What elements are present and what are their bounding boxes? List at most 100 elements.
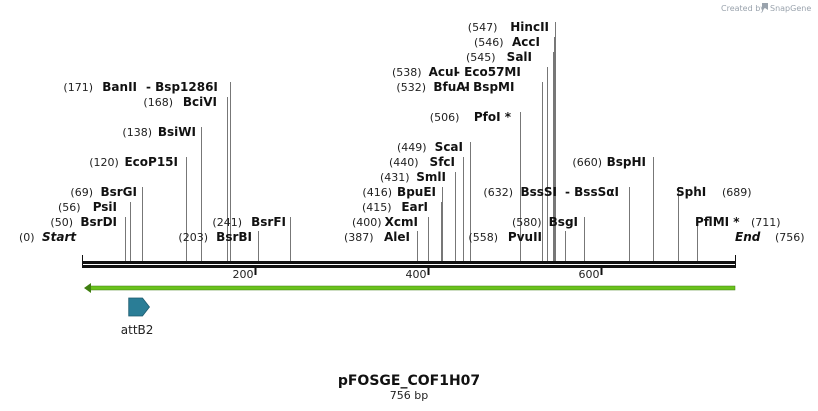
restriction-site[interactable]: BsrGI (69) [70,185,137,199]
site-name: BssSI [520,185,557,199]
restriction-site[interactable]: PflMI * (711) [695,215,781,229]
site-position: (689) [722,186,752,199]
site-name: BsgI [549,215,578,229]
site-position: (545) [466,51,496,64]
ruler-tick-label: 600 [579,268,600,281]
site-name: BsrFI [251,215,286,229]
orf-arrow[interactable] [84,283,736,293]
restriction-site[interactable]: BspHI (660) [572,155,646,169]
site-name: XcmI [385,215,418,229]
restriction-site[interactable]: SalI(545) [466,50,532,64]
site-position: (660) [572,156,602,169]
site-connectors [125,22,698,261]
site-position: (171) [63,81,93,94]
site-name: EcoP15I [124,155,178,169]
restriction-site[interactable]: EarI (415) [362,200,428,214]
site-name: BsrGI [100,185,137,199]
site-position: (547) [468,21,498,34]
start-label: Start [42,230,77,244]
restriction-site[interactable]: BsrBI(203) [178,230,252,244]
site-name: SmlI [416,170,446,184]
restriction-site[interactable]: SmlI (431) [380,170,446,184]
ruler-tick-label: 200 [233,268,254,281]
restriction-site[interactable]: BsrFI(241) [212,215,286,229]
site-name: PvuII [508,230,542,244]
map-length: 756 bp [390,389,428,402]
site-name: ScaI [435,140,463,154]
start-marker: (0) Start [19,230,77,244]
restriction-site[interactable]: PvuII (558) [468,230,542,244]
site-name: SphI [676,185,706,199]
snapgene-logo-icon [762,3,768,10]
site-position: (538) [392,66,422,79]
site-position: (416) [362,186,392,199]
restriction-site[interactable]: BsgI (580) [512,215,578,229]
features: attB2 [121,297,154,337]
site-position: (440) [389,156,419,169]
end-position: (756) [775,231,805,244]
restriction-site[interactable]: ScaI (449) [397,140,463,154]
feature-label: attB2 [121,323,154,337]
backbone-bottom-strand [82,265,736,268]
credit-brand: SnapGene [770,4,811,13]
site-name: AccI [512,35,540,49]
ruler: 200 400 600 [233,268,603,281]
site-name: AcuI [429,65,458,79]
site-position: (138) [122,126,152,139]
restriction-site[interactable]: HincII(547) [468,20,549,34]
map-title: pFOSGE_COF1H07 [338,373,480,389]
site-name-secondary: - BspMI [464,80,514,94]
site-position: (506) [430,111,460,124]
site-position: (69) [70,186,93,199]
ruler-tick-label: 400 [406,268,427,281]
site-position: (632) [483,186,513,199]
start-position: (0) [19,231,35,244]
site-position: (431) [380,171,410,184]
site-name: AleI [384,230,410,244]
restriction-site[interactable]: SphI (689) [676,185,752,199]
restriction-site[interactable]: BpuEI(416) [362,185,436,199]
restriction-site[interactable]: EcoP15I(120) [89,155,178,169]
site-position: (203) [178,231,208,244]
site-name: BsiWI [158,125,196,139]
restriction-site[interactable]: XcmI(400) [352,215,418,229]
end-label: End [735,230,761,244]
site-name: BspHI [607,155,646,169]
end-marker: End (756) [735,230,805,244]
site-name: EarI [401,200,428,214]
site-position: (415) [362,201,392,214]
feature-arrow[interactable] [128,297,150,317]
site-position: (400) [352,216,382,229]
restriction-site[interactable]: AleI (387) [344,230,410,244]
site-position: (711) [751,216,781,229]
restriction-site[interactable]: SfcI (440) [389,155,455,169]
site-name: PfoI * [474,110,512,124]
site-name: PflMI * [695,215,740,229]
restriction-site[interactable]: PsiI (56) [58,200,117,214]
site-position: (546) [474,36,504,49]
site-position: (532) [396,81,426,94]
restriction-site[interactable]: BsrDI(50) [50,215,117,229]
restriction-site[interactable]: BsiWI (138) [122,125,196,139]
site-position: (168) [143,96,173,109]
site-name-secondary: - Eco57MI [455,65,521,79]
site-name: PsiI [93,200,117,214]
site-position: (580) [512,216,542,229]
restriction-site[interactable]: PfoI * (506) [430,110,512,124]
site-position: (558) [468,231,498,244]
site-position: (449) [397,141,427,154]
site-name: SfcI [430,155,455,169]
site-name: BanII [102,80,137,94]
site-position: (387) [344,231,374,244]
restriction-site[interactable]: BciVI(168) [143,95,217,109]
backbone [82,255,736,268]
feature-attb2[interactable]: attB2 [121,297,154,337]
credit-text: Created by [721,4,765,13]
site-name: BsrDI [80,215,117,229]
restriction-site[interactable]: AccI (546) [474,35,540,49]
site-position: (56) [58,201,81,214]
